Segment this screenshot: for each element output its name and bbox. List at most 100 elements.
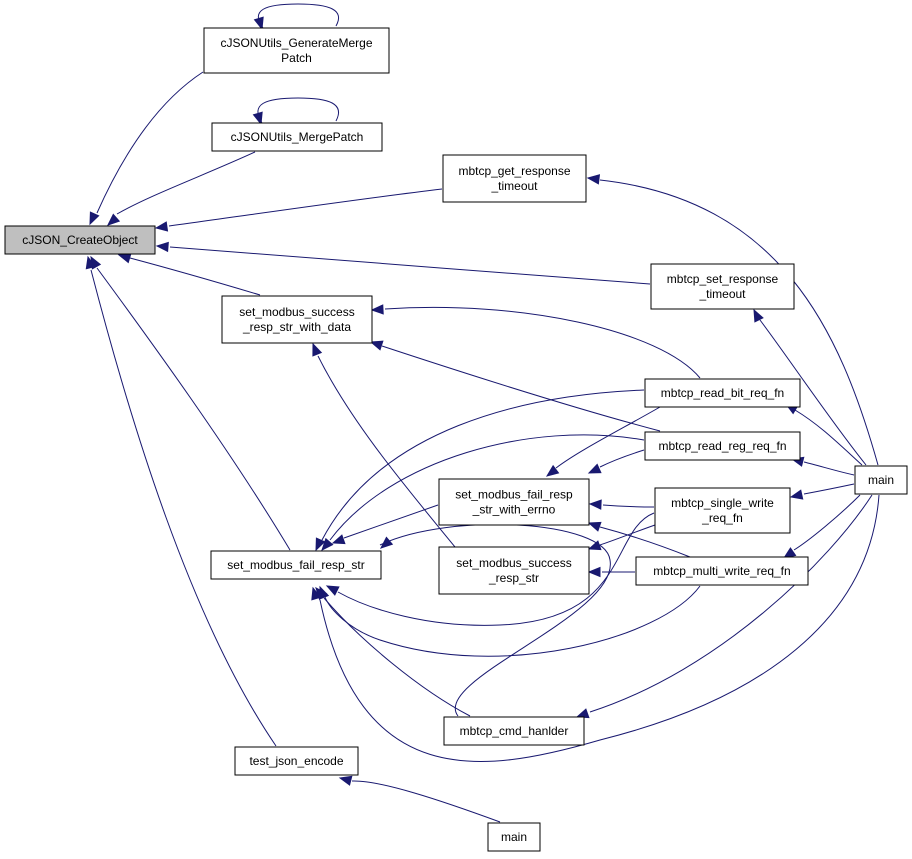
edge-line bbox=[602, 504, 655, 508]
node-set-response-timeout[interactable]: mbtcp_set_response_timeout bbox=[650, 263, 795, 310]
arrowhead-icon bbox=[789, 489, 804, 500]
node-box bbox=[4, 225, 156, 255]
node-box bbox=[438, 546, 590, 595]
arrowhead-icon bbox=[586, 174, 601, 185]
node-label: mbtcp_get_response bbox=[458, 164, 570, 178]
arrowhead-icon bbox=[252, 111, 263, 126]
edge-line bbox=[599, 179, 879, 466]
node-label: mbtcp_cmd_hanlder bbox=[460, 724, 569, 738]
node-label: mbtcp_set_response bbox=[667, 272, 779, 286]
node-box bbox=[635, 556, 809, 586]
edge-line bbox=[589, 494, 873, 713]
edge-test_json_encode-to-createobject bbox=[85, 255, 277, 747]
edge-line bbox=[169, 246, 651, 285]
edge-line bbox=[317, 355, 456, 548]
arrowhead-icon bbox=[315, 537, 326, 552]
node-box bbox=[854, 465, 908, 495]
arrowhead-icon bbox=[369, 340, 384, 351]
node-label: mbtcp_multi_write_req_fn bbox=[653, 564, 790, 578]
node-label: cJSONUtils_GenerateMerge bbox=[220, 36, 372, 50]
node-success-resp-str[interactable]: set_modbus_success_resp_str bbox=[438, 546, 590, 595]
edge-cmd_hanlder-to-fail_resp_str bbox=[379, 523, 611, 717]
edge-success_with_data-to-createobject bbox=[117, 253, 261, 296]
node-cmd-hanlder[interactable]: mbtcp_cmd_hanlder bbox=[443, 716, 585, 746]
node-box bbox=[644, 378, 801, 408]
node-read-reg[interactable]: mbtcp_read_reg_req_fn bbox=[644, 431, 801, 461]
arrowhead-icon bbox=[370, 304, 384, 315]
node-label: _str_with_errno bbox=[472, 503, 556, 517]
node-read-bit[interactable]: mbtcp_read_bit_req_fn bbox=[644, 378, 801, 408]
node-box bbox=[644, 431, 801, 461]
node-get-response-timeout[interactable]: mbtcp_get_response_timeout bbox=[442, 154, 587, 203]
node-box bbox=[438, 478, 590, 526]
edge-line bbox=[599, 524, 656, 546]
node-box bbox=[654, 487, 791, 534]
node-box bbox=[203, 27, 390, 74]
edge-line bbox=[343, 504, 439, 539]
node-box bbox=[442, 154, 587, 203]
edge-read_bit-to-success_with_data bbox=[370, 304, 701, 379]
node-label: set_modbus_fail_resp_str bbox=[227, 558, 364, 572]
edge-line bbox=[116, 151, 256, 215]
node-label: set_modbus_success bbox=[456, 556, 571, 570]
edge-fail_with_errno-to-fail_resp_str bbox=[331, 504, 439, 545]
edge-main_right-to-fail_resp_str bbox=[311, 494, 880, 762]
edge-line bbox=[329, 434, 645, 541]
node-single-write[interactable]: mbtcp_single_write_req_fn bbox=[654, 487, 791, 534]
edge-line bbox=[759, 319, 867, 466]
edge-line bbox=[257, 97, 340, 124]
node-main-bottom[interactable]: main bbox=[487, 822, 541, 852]
edge-line bbox=[351, 780, 501, 823]
edge-main_right-to-single_write bbox=[789, 483, 855, 500]
arrowhead-icon bbox=[321, 537, 334, 551]
node-box bbox=[221, 295, 373, 344]
node-success-with-data[interactable]: set_modbus_success_resp_str_with_data bbox=[221, 295, 373, 344]
node-multi-write[interactable]: mbtcp_multi_write_req_fn bbox=[635, 556, 809, 586]
edge-line bbox=[96, 267, 291, 551]
call-graph-edges bbox=[85, 3, 880, 823]
node-label: set_modbus_fail_resp bbox=[455, 488, 573, 502]
edge-line bbox=[257, 3, 340, 29]
edge-line bbox=[384, 306, 701, 379]
edge-line bbox=[90, 269, 277, 747]
node-label: cJSON_CreateObject bbox=[22, 233, 138, 247]
edge-get_response_timeout-to-createobject bbox=[154, 188, 443, 232]
edge-line bbox=[555, 406, 661, 469]
node-mergepatch[interactable]: cJSONUtils_MergePatch bbox=[211, 122, 383, 152]
edge-line bbox=[803, 483, 855, 495]
node-label: mbtcp_read_reg_req_fn bbox=[658, 439, 786, 453]
edge-main_right-to-read_reg bbox=[790, 456, 855, 476]
edge-mergepatch-to-createobject bbox=[107, 151, 256, 226]
arrowhead-icon bbox=[545, 464, 560, 477]
node-fail-resp-str[interactable]: set_modbus_fail_resp_str bbox=[210, 550, 382, 580]
edge-line bbox=[96, 71, 204, 214]
node-box bbox=[487, 822, 541, 852]
edge-single_write-to-fail_with_errno bbox=[588, 499, 655, 510]
edge-line bbox=[793, 494, 861, 551]
arrowhead-icon bbox=[85, 255, 96, 270]
edge-multi_write-to-fail_resp_str bbox=[319, 585, 701, 657]
edge-multi_write-to-fail_with_errno bbox=[587, 521, 691, 558]
edge-line bbox=[599, 449, 645, 468]
node-label: mbtcp_read_bit_req_fn bbox=[661, 386, 784, 400]
edge-line bbox=[319, 494, 880, 762]
arrowhead-icon bbox=[753, 308, 764, 323]
node-main-right[interactable]: main bbox=[854, 465, 908, 495]
node-fail-with-errno[interactable]: set_modbus_fail_resp_str_with_errno bbox=[438, 478, 590, 526]
node-label: set_modbus_success bbox=[239, 305, 354, 319]
node-createobject[interactable]: cJSON_CreateObject bbox=[4, 225, 156, 255]
edge-single_write-to-fail_resp_str bbox=[325, 512, 655, 626]
edge-set_response_timeout-to-createobject bbox=[155, 241, 651, 285]
arrowhead-icon bbox=[575, 708, 590, 719]
node-label: test_json_encode bbox=[249, 754, 343, 768]
node-test-json-encode[interactable]: test_json_encode bbox=[234, 746, 359, 776]
arrowhead-icon bbox=[587, 521, 602, 532]
arrowhead-icon bbox=[587, 463, 602, 474]
arrowhead-icon bbox=[155, 241, 169, 253]
arrowhead-icon bbox=[154, 221, 169, 232]
edge-main_bottom-to-test_json_encode bbox=[338, 775, 501, 823]
node-label: main bbox=[501, 830, 527, 844]
edge-read_bit-to-fail_resp_str bbox=[315, 389, 645, 552]
